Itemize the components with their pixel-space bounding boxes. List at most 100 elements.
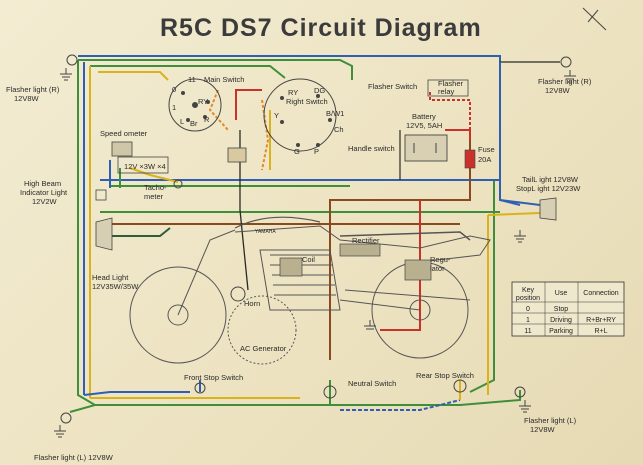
battery-body <box>404 134 448 162</box>
label-head-light-2: 12V35W/35W <box>92 282 139 291</box>
main-switch-pin-3 <box>203 115 207 119</box>
wire-speedo-yellow <box>129 167 179 183</box>
wire-green-top <box>78 59 353 80</box>
flasher-relay-box <box>427 79 469 97</box>
tank-brand: YAMAHA <box>255 229 276 235</box>
flasher-light-fr-left-icon <box>66 54 78 66</box>
label-flasher-relay-1: Flasher <box>438 79 464 88</box>
component-labels: Flasher light (R) 12V8W Flasher light (R… <box>6 75 592 462</box>
label-flasher-switch: Flasher Switch <box>368 82 417 91</box>
ground-icon-2 <box>564 70 576 83</box>
wire-green-right2 <box>469 225 495 393</box>
wire-green-bottom-right <box>330 390 521 406</box>
key-table-cell: 0 <box>526 306 530 313</box>
label-meter-bulbs: 12V ×3W ×4 <box>124 162 166 171</box>
wire-battery-pos <box>445 129 471 140</box>
right-switch-pin-dg <box>316 94 320 98</box>
key-table-cell: 1 <box>526 317 530 324</box>
diagram-title: R5C DS7 Circuit Diagram <box>160 14 482 42</box>
label-high-beam-3: 12V2W <box>32 197 58 206</box>
label-flasher-fr-left-watt: 12V8W <box>14 94 40 103</box>
ground-icon-4 <box>54 425 66 438</box>
flasher-light-l-left-icon <box>60 412 72 424</box>
key-table-header-use: Use <box>555 290 568 297</box>
ground-icon-3 <box>514 230 526 243</box>
exhaust <box>344 289 471 301</box>
rear-hub <box>409 299 431 321</box>
key-table-cell: R+Br+RY <box>586 317 616 324</box>
wire-yellow-top <box>98 71 169 81</box>
label-main-switch-br: Br <box>190 119 198 128</box>
label-horn: Horn <box>244 299 260 308</box>
wire-green-left <box>77 60 96 406</box>
fuel-tank <box>234 216 321 229</box>
right-switch-body <box>263 78 337 152</box>
tail-light-icon <box>539 197 557 221</box>
label-high-beam-2: Indicator Light <box>20 188 68 197</box>
label-main-switch: Main Switch <box>204 75 244 84</box>
label-tachometer-1: Tacho- <box>144 183 167 192</box>
label-main-switch-ry: RY <box>198 97 208 106</box>
front-wheel <box>129 266 227 364</box>
label-main-switch-11: 11 <box>188 75 196 84</box>
label-flasher-fr-right-watt: 12V8W <box>545 86 571 95</box>
wire-blue-top <box>78 55 501 62</box>
main-switch-body <box>168 78 222 132</box>
right-switch-pin-p <box>316 143 320 147</box>
label-flasher-l-right: Flasher light (L) <box>524 416 577 425</box>
meter-bulbs-box <box>117 156 169 174</box>
rear-stop-switch-icon <box>453 379 467 393</box>
neutral-switch-icon <box>323 385 337 399</box>
label-stop-light: StopL ight 12V23W <box>516 184 581 193</box>
ground-icon-1 <box>60 68 72 81</box>
wire-red-switch <box>235 89 262 120</box>
wire-darkgreen <box>96 227 171 237</box>
label-right-switch-ch: Ch <box>334 125 344 134</box>
label-main-switch-l: L <box>180 117 184 126</box>
label-front-stop-switch: Front Stop Switch <box>184 373 243 382</box>
right-switch-pin-g <box>296 143 300 147</box>
fuse-icon <box>464 149 476 169</box>
engine-block <box>259 249 341 311</box>
label-ac-generator: AC Generator <box>240 344 287 353</box>
label-tachometer-2: meter <box>144 192 164 201</box>
flasher-light-l-right-icon <box>514 386 526 398</box>
swing-arm <box>339 299 421 311</box>
coil-icon <box>279 257 303 277</box>
main-switch-pin-4 <box>186 118 190 122</box>
key-table-header-key-2: position <box>516 295 540 302</box>
label-battery-spec: 12V5, 5AH <box>406 121 442 130</box>
label-flasher-l-right-watt: 12V8W <box>530 425 556 434</box>
key-table-cell: Parking <box>549 328 573 335</box>
front-stop-switch-icon <box>194 382 206 394</box>
main-switch-pin-2 <box>206 100 210 104</box>
label-main-switch-1: 1 <box>172 103 176 112</box>
key-table-header-connection: Connection <box>583 290 619 297</box>
corner-mark-icon <box>582 7 607 31</box>
wire-tail-yellow <box>487 212 541 216</box>
ground-icon-5 <box>519 400 531 413</box>
label-neutral-switch: Neutral Switch <box>348 379 396 388</box>
right-switch-pin-bw <box>328 118 332 122</box>
regulator-icon <box>404 259 432 281</box>
label-main-switch-0: 0 <box>172 85 176 94</box>
label-handle-switch: Handle switch <box>348 144 395 153</box>
wire-brown-main <box>329 140 471 360</box>
wire-red-main <box>380 200 421 331</box>
connector-block <box>227 147 247 163</box>
label-rectifier: Rectifier <box>352 236 380 245</box>
wire-tail-blue <box>499 199 541 206</box>
label-high-beam-1: High Beam <box>24 179 61 188</box>
label-fuse-spec: 20A <box>478 155 491 164</box>
label-flasher-fr-left: Flasher light (R) <box>6 85 60 94</box>
high-beam-connector <box>95 189 107 201</box>
frame-top <box>234 225 491 263</box>
horn-icon <box>230 286 246 302</box>
label-right-switch-ry: RY <box>288 88 298 97</box>
label-right-switch-p: P <box>314 147 319 156</box>
key-table-cell: Stop <box>554 306 569 313</box>
key-table-cell: R+L <box>594 328 607 335</box>
rectifier-icon <box>339 243 381 257</box>
head-light-body <box>95 217 113 251</box>
